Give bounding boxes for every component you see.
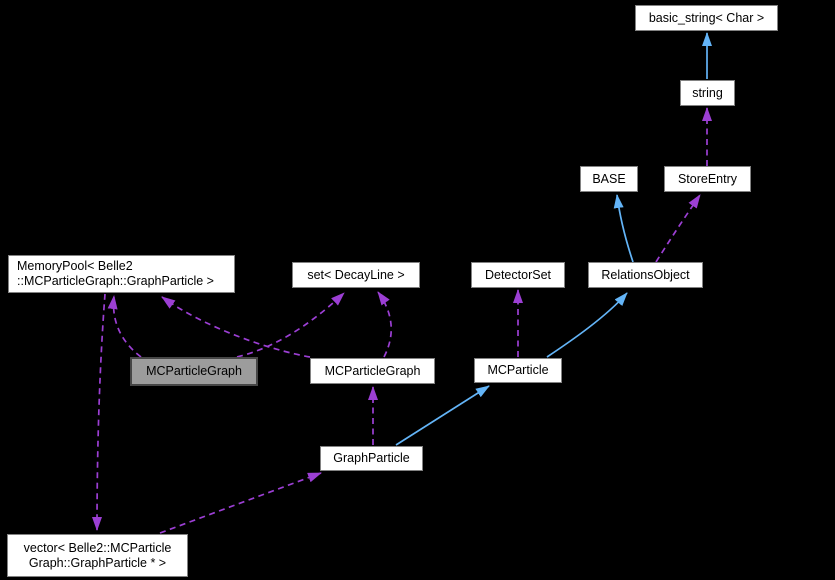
node-detectorset[interactable]: DetectorSet	[471, 262, 565, 288]
node-vector-graphparticle[interactable]: vector< Belle2::MCParticle Graph::GraphP…	[7, 534, 188, 577]
edge-mcparticlegraph-to-set-decayline	[377, 291, 393, 358]
node-set-decayline[interactable]: set< DecayLine >	[292, 262, 420, 288]
node-memorypool-graphparticle[interactable]: MemoryPool< Belle2 ::MCParticleGraph::Gr…	[8, 255, 235, 293]
edge-memorypool-to-vector	[92, 293, 106, 531]
edge-graphparticle-to-mcparticle	[395, 385, 490, 446]
node-relationsobject[interactable]: RelationsObject	[588, 262, 703, 288]
node-basic-string-char[interactable]: basic_string< Char >	[635, 5, 778, 31]
edge-mcparticle-to-relationsobject	[546, 292, 628, 358]
edge-relationsobject-to-storeentry	[655, 194, 701, 263]
node-storeentry[interactable]: StoreEntry	[664, 166, 751, 192]
node-string[interactable]: string	[680, 80, 735, 106]
node-mcparticle[interactable]: MCParticle	[474, 358, 562, 383]
node-graphparticle[interactable]: GraphParticle	[320, 446, 423, 471]
edge-relationsobject-to-base	[613, 194, 634, 263]
edge-focal-to-memorypool	[107, 295, 142, 358]
edge-mcparticlegraph-to-memorypool	[161, 296, 311, 358]
edge-vector-to-graphparticle	[159, 472, 322, 534]
node-mcparticlegraph-focal[interactable]: MCParticleGraph	[130, 357, 258, 386]
node-mcparticlegraph[interactable]: MCParticleGraph	[310, 358, 435, 384]
edge-focal-to-set-decayline	[236, 292, 345, 358]
node-base[interactable]: BASE	[580, 166, 638, 192]
